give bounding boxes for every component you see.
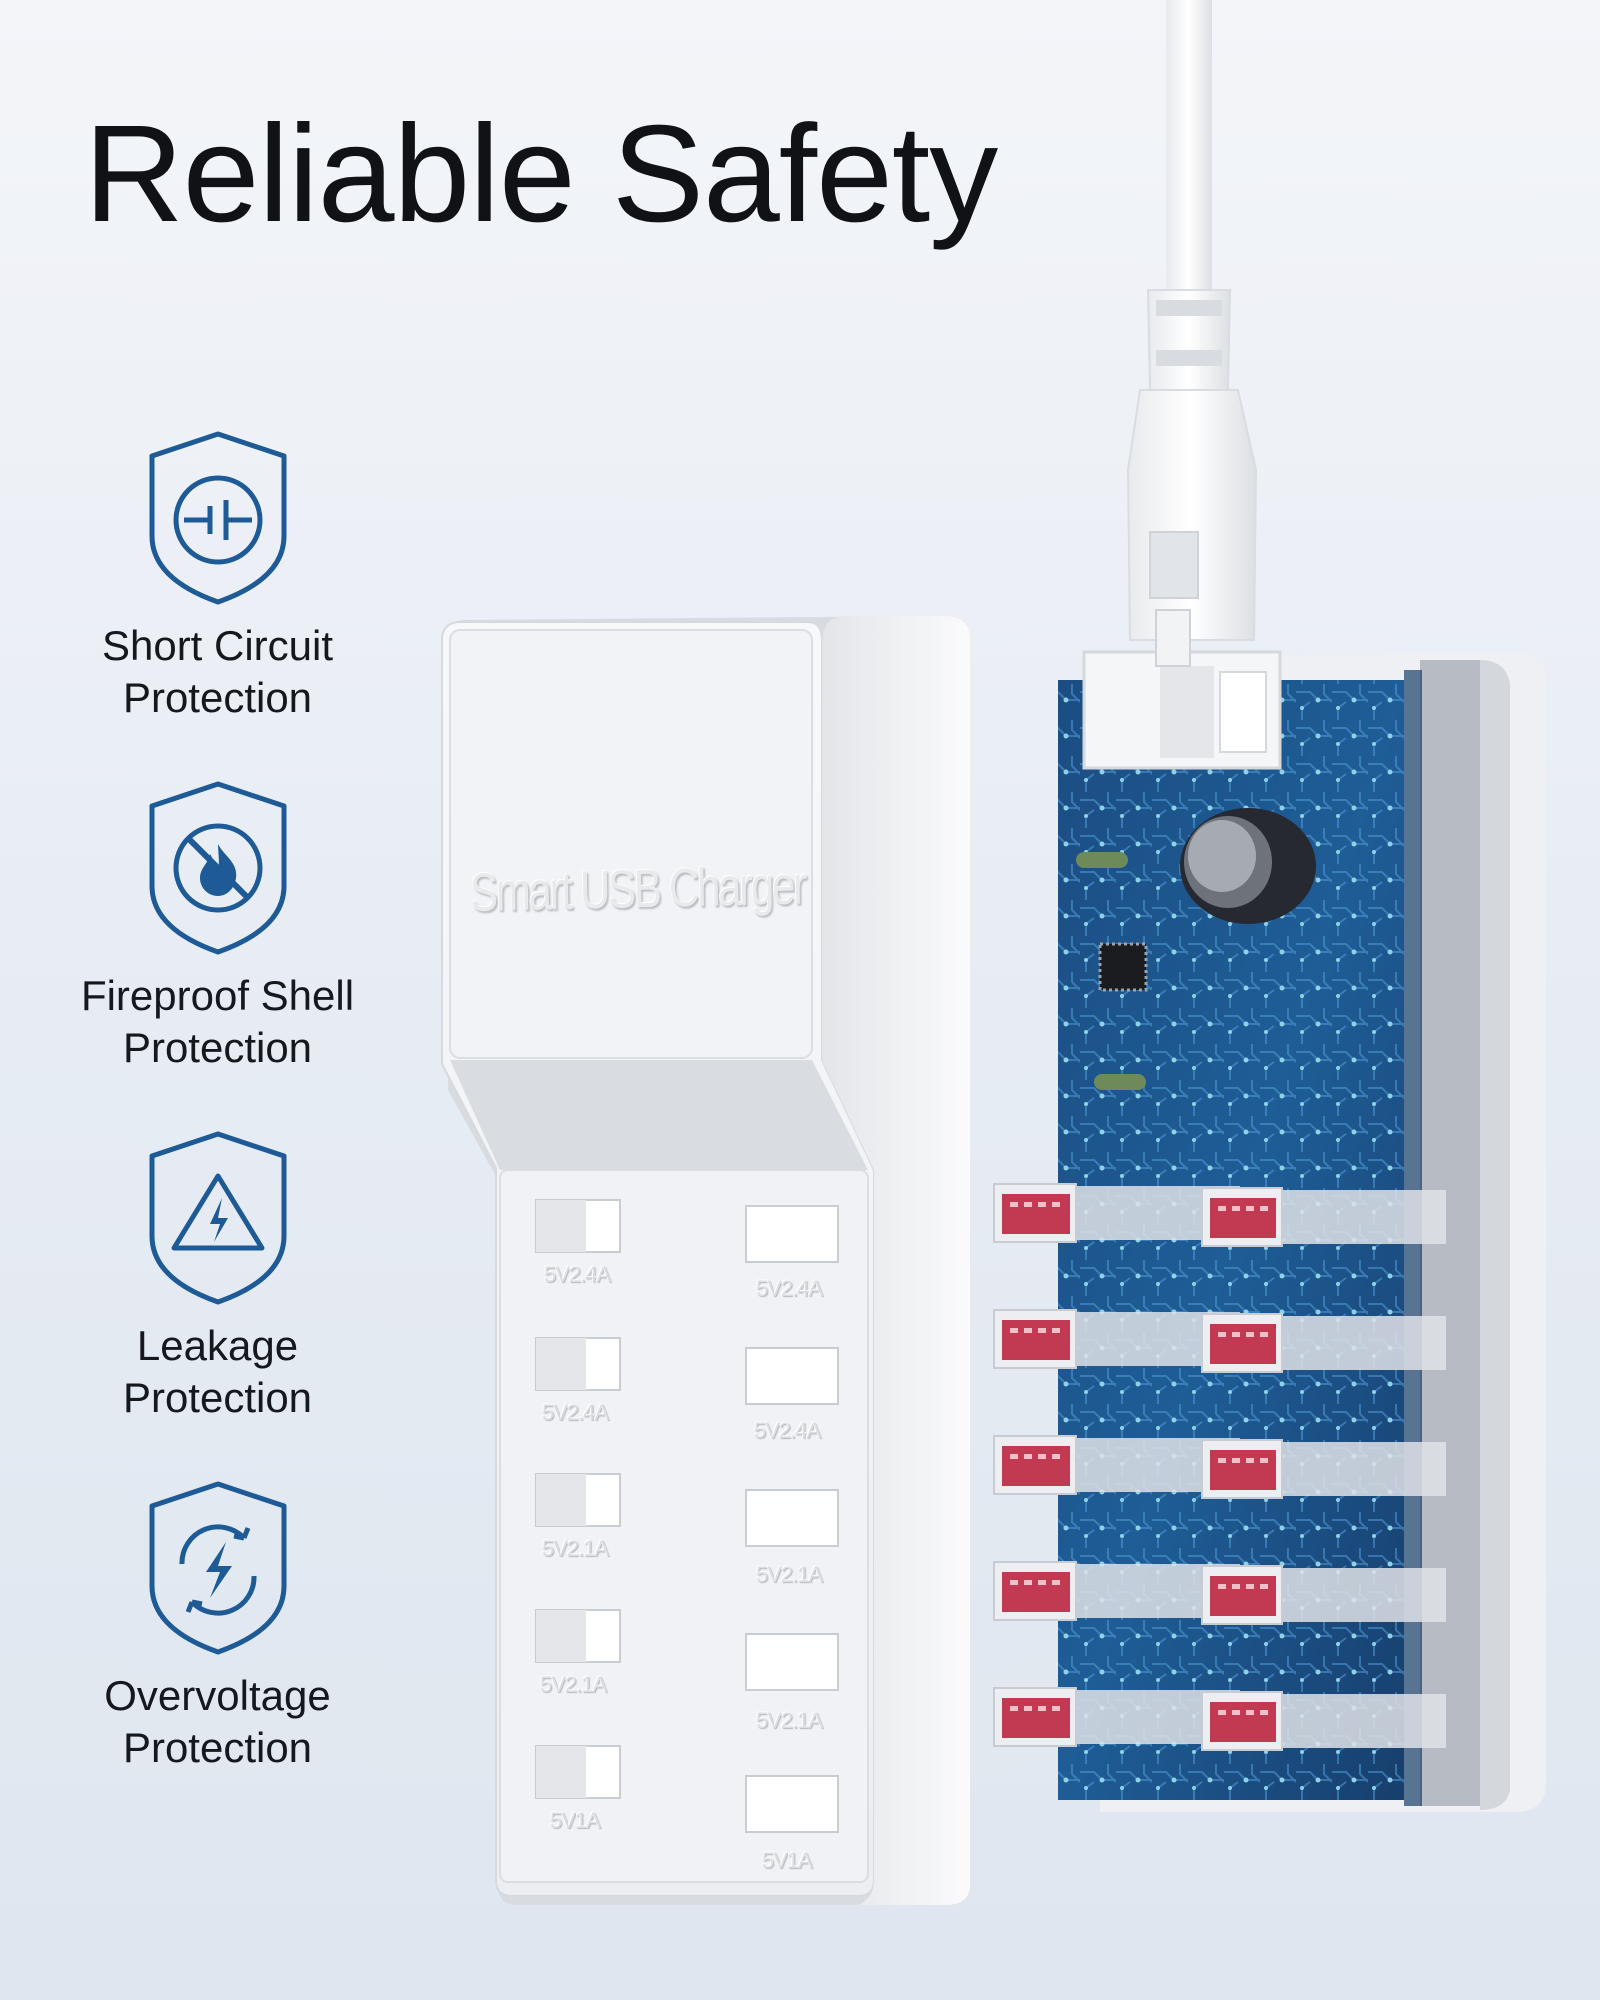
usb-port-tongue [1002, 1572, 1070, 1612]
usb-port-tongue [1002, 1320, 1070, 1360]
shell-port-column-left [535, 1199, 621, 1799]
leakage-shield-icon [149, 1131, 286, 1305]
short-circuit-shield-icon [149, 431, 286, 605]
usb-port-tongue [1002, 1446, 1070, 1486]
overvoltage-shield-icon [149, 1481, 286, 1655]
usb-port-tongue [1002, 1698, 1070, 1738]
port-label: 5V2.4A [542, 1400, 609, 1425]
port-label: 5V1A [550, 1808, 601, 1833]
port-label: 5V2.1A [756, 1708, 823, 1733]
port-label: 5V2.1A [756, 1562, 823, 1587]
port-label: 5V2.1A [540, 1672, 607, 1697]
usb-port-housing [1276, 1442, 1446, 1496]
port-label: 5V2.4A [756, 1276, 823, 1301]
usb-port-tongue [1210, 1450, 1276, 1490]
usb-port-housing [1276, 1568, 1446, 1622]
port-label: 5V1A [762, 1848, 813, 1873]
port-label: 5V2.4A [754, 1418, 821, 1443]
headline: Reliable Safety [84, 97, 998, 251]
charger-logo-text: Smart USB Charger [469, 855, 806, 923]
usb-port-tongue [1210, 1576, 1276, 1616]
port-label: 5V2.1A [542, 1536, 609, 1561]
fireproof-shield-icon [149, 781, 286, 955]
usb-port-tongue [1210, 1324, 1276, 1364]
usb-port-tongue [1002, 1194, 1070, 1234]
usb-port-housing [1276, 1694, 1446, 1748]
usb-port-tongue [1210, 1702, 1276, 1742]
shell-port-column-right [745, 1205, 839, 1833]
usb-port-tongue [1210, 1198, 1276, 1238]
usb-port-housing [1276, 1316, 1446, 1370]
usb-port-housing [1276, 1190, 1446, 1244]
pcb-usb-ports [993, 1183, 1446, 1751]
port-label: 5V2.4A [544, 1262, 611, 1287]
